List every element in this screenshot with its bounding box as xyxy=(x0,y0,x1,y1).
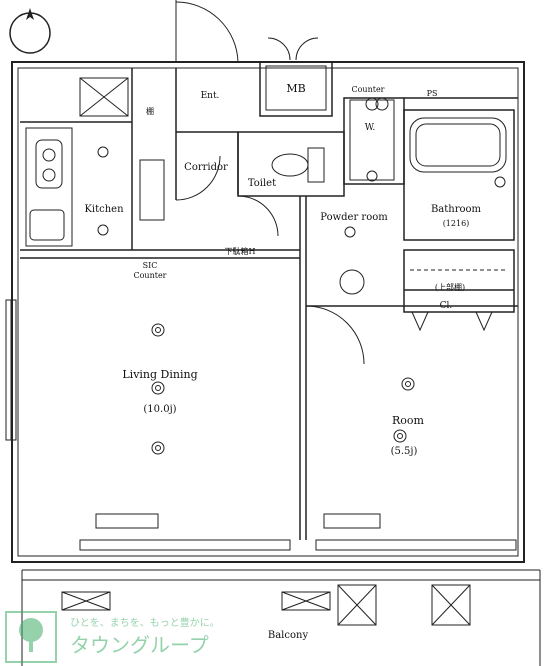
ldk-label: Living Dining xyxy=(122,368,197,381)
ldk-size-label: (10.0j) xyxy=(143,404,176,415)
tree-logo-icon xyxy=(5,611,57,663)
toilet-label: Toilet xyxy=(248,178,276,189)
room-label: Room xyxy=(392,414,425,427)
closet-label: Cl. xyxy=(440,301,453,311)
outer-walls xyxy=(11,0,525,563)
bathroom-label: Bathroom xyxy=(431,204,482,215)
north-arrow-icon xyxy=(9,8,51,54)
kitchen-label: Kitchen xyxy=(84,204,124,215)
counter-top-label: Counter xyxy=(351,85,384,94)
ps-label: PS xyxy=(427,89,438,98)
balcony-label: Balcony xyxy=(268,630,309,641)
powder-room-label: Powder room xyxy=(320,212,388,223)
kitchen-fixtures xyxy=(25,77,165,247)
watermark-tagline: ひとを、まちを、もっと豊かに。 xyxy=(70,616,220,629)
interior-doors xyxy=(175,155,365,365)
ent-shelf-label: 棚 xyxy=(146,106,154,116)
bathtub xyxy=(409,117,507,188)
watermark-brand: タウングループ xyxy=(70,633,209,657)
handrail-label: 下駄箱H xyxy=(225,246,256,256)
ent-label: Ent. xyxy=(201,91,220,101)
corridor-label: Corridor xyxy=(184,162,228,173)
shoes-label: SIC xyxy=(143,261,158,270)
light-fixtures xyxy=(151,323,415,455)
toilet-fixtures xyxy=(271,97,395,295)
closet-hangers xyxy=(410,269,508,332)
interior-walls xyxy=(20,68,518,540)
mb-label: MB xyxy=(286,82,305,95)
closet-note-label: (上部棚) xyxy=(435,282,465,292)
balcony xyxy=(21,569,541,666)
windows xyxy=(5,299,517,551)
wash-label: W. xyxy=(365,123,376,133)
room-size-label: (5.5j) xyxy=(391,446,418,457)
bathroom-sub-label: (1216) xyxy=(443,219,470,228)
counter-kitchen-label: Counter xyxy=(133,271,166,280)
watermark: ひとを、まちを、もっと豊かに。 タウングループ xyxy=(5,611,220,663)
